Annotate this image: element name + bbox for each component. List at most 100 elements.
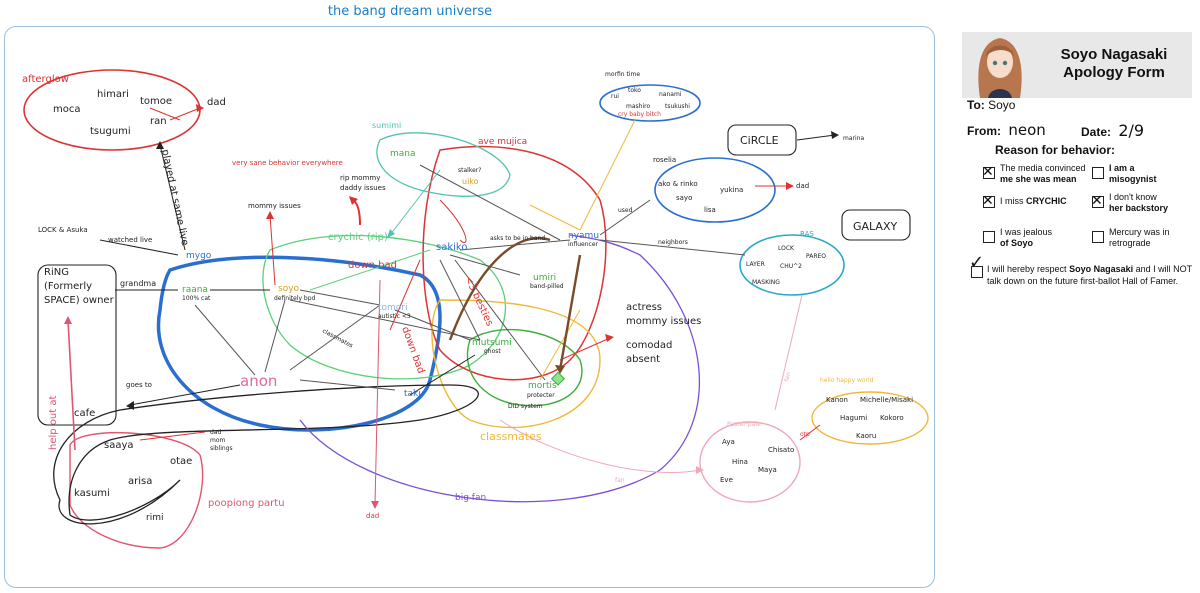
otp-label: otp xyxy=(800,431,810,438)
mana-node: mana xyxy=(390,149,416,159)
raana-node: raana xyxy=(182,285,208,295)
mortis-sub: protecter xyxy=(527,392,555,399)
roselia-label: roselia xyxy=(653,156,676,164)
raana-sub: 100% cat xyxy=(182,295,211,302)
watched-live-label: watched live xyxy=(108,236,152,244)
rip-mommy-label: rip mommy xyxy=(340,174,380,182)
roselia-outline xyxy=(654,157,776,223)
sumimi-label: sumimi xyxy=(372,121,401,130)
chu2-node: CHU^2 xyxy=(780,263,802,270)
poppin-outline xyxy=(69,432,204,549)
actress-label-2: mommy issues xyxy=(626,316,701,327)
michelle-node: Michelle/Misaki xyxy=(860,396,913,404)
tsukushi-node: tsukushi xyxy=(665,103,690,110)
tomori-node: tomori xyxy=(378,303,408,313)
crychic-label: crychic (rip) xyxy=(328,232,388,243)
cry-baby-label: cry baby bitch xyxy=(618,111,661,118)
option-checkbox[interactable] xyxy=(983,167,995,179)
date-row: Date: 2/9 xyxy=(1081,121,1144,140)
toko-node: toko xyxy=(628,87,641,94)
mutsumi-node: mutsumi xyxy=(472,338,512,348)
daddy-issues-label: daddy issues xyxy=(340,184,386,192)
neighbors-label: neighbors xyxy=(658,239,688,246)
ran-dad-node: dad xyxy=(207,97,226,108)
sumimi-outline xyxy=(376,132,511,197)
eve-node: Eve xyxy=(720,476,733,484)
classmates-small-label: classmates xyxy=(321,328,354,350)
mommy-issues-label: mommy issues xyxy=(248,202,301,210)
to-value: Soyo xyxy=(988,98,1016,112)
morfin-label: morfin time xyxy=(605,71,640,78)
rimi-node: rimi xyxy=(146,513,163,523)
mutsumi-mortis-outline xyxy=(466,328,583,407)
galaxy-node: GALAXY xyxy=(853,220,897,233)
check-mark-icon: ✕ xyxy=(982,164,994,180)
option-checkbox[interactable] xyxy=(1092,196,1104,208)
hagumi-node: Hagumi xyxy=(840,414,867,422)
option-text: I miss CRYCHIC xyxy=(1000,196,1067,206)
classmates-big-label: classmates xyxy=(480,430,542,443)
apology-form: Soyo Nagasaki Apology Form To: Soyo From… xyxy=(955,30,1195,330)
nyamu-sub: influencer xyxy=(568,241,599,248)
ras-outline xyxy=(739,234,845,296)
date-value: 2/9 xyxy=(1118,121,1145,140)
date-label: Date: xyxy=(1081,125,1112,139)
taki-node: taki xyxy=(404,389,421,399)
family-label-3: siblings xyxy=(210,445,233,452)
down-bad-c-label: down bad xyxy=(399,325,426,375)
asks-band-label: asks to be in band xyxy=(490,235,545,242)
soyo-avatar xyxy=(978,38,1022,98)
option-checkbox[interactable] xyxy=(983,231,995,243)
saaya-node: saaya xyxy=(104,440,134,451)
comodad-label-2: absent xyxy=(626,354,660,365)
from-row: From: neon xyxy=(967,121,1046,139)
from-value: neon xyxy=(1008,121,1046,139)
option-checkbox[interactable] xyxy=(1092,231,1104,243)
fan-label: fan xyxy=(615,477,625,484)
lock-asuka-node: LOCK & Asuka xyxy=(38,226,88,234)
masking-node: MASKING xyxy=(752,279,780,286)
morfonica-outline xyxy=(599,84,701,122)
pareo-node: PAREO xyxy=(806,253,826,260)
reason-label: Reason for behavior: xyxy=(995,143,1116,157)
nanami-node: nanami xyxy=(659,91,682,98)
pledge-checkbox[interactable] xyxy=(971,266,983,278)
check-mark-icon: ✓ xyxy=(969,252,985,273)
otae-node: otae xyxy=(170,456,192,467)
yukina-node: yukina xyxy=(720,186,743,194)
ave-mujica-label: ave mujica xyxy=(478,137,527,147)
dad-bottom-node: dad xyxy=(366,512,379,520)
mygo-label: mygo xyxy=(186,251,212,261)
mortis-node: mortis xyxy=(528,381,557,391)
very-sane-label: very sane behavior everywhere xyxy=(232,159,343,167)
yukina-dad-node: dad xyxy=(796,182,809,190)
kokoro-node: Kokoro xyxy=(880,414,904,422)
form-title-line: Soyo Nagasaki xyxy=(1060,46,1168,63)
check-mark-icon: ✕ xyxy=(982,193,994,209)
marina-node: marina xyxy=(843,135,864,142)
ring-node-1: RiNG xyxy=(44,267,69,278)
family-label-2: mom xyxy=(210,437,226,444)
tsugumi-node: tsugumi xyxy=(90,126,131,137)
galaxy-box xyxy=(841,209,911,241)
kanon-node: Kanon xyxy=(826,396,848,404)
to-row: To: Soyo xyxy=(967,98,1015,112)
pastel-outline xyxy=(699,421,801,503)
grandma-label: grandma xyxy=(120,279,156,288)
help-out-label: help out at xyxy=(48,396,59,450)
option-checkbox[interactable] xyxy=(1092,167,1104,179)
hhw-label: hello happy world xyxy=(820,377,874,384)
himari-node: himari xyxy=(97,89,129,100)
down-bad-b-label: down bad xyxy=(348,260,397,271)
option-checkbox[interactable] xyxy=(983,196,995,208)
form-title-line: Apology Form xyxy=(1063,64,1165,81)
lisa-node: lisa xyxy=(704,206,716,214)
arisa-node: arisa xyxy=(128,476,152,487)
ras-label: RAS xyxy=(800,230,814,238)
aya-node: Aya xyxy=(722,438,735,446)
used-label: used xyxy=(618,207,633,214)
